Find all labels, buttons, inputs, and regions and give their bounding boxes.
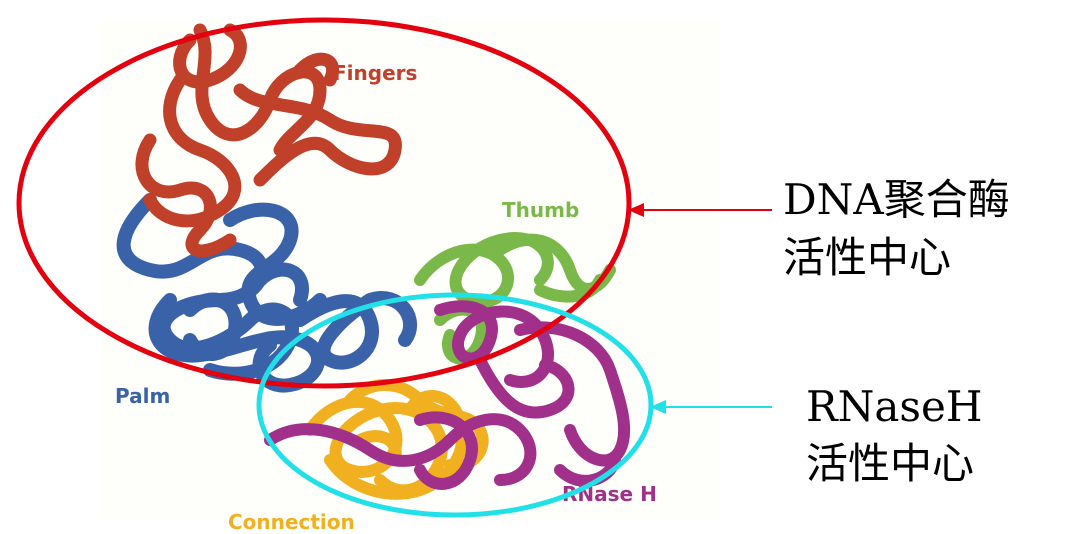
dna-polymerase-label-line1: DNA聚合酶	[783, 175, 1010, 224]
label-fingers: Fingers	[333, 61, 417, 85]
label-thumb: Thumb	[502, 198, 579, 222]
label-palm: Palm	[115, 384, 170, 408]
label-connection: Connection	[228, 510, 355, 534]
rnase-h-label-line1: RNaseH	[806, 382, 982, 431]
rnase-h-label-line2: 活性中心	[806, 439, 974, 488]
dna-polymerase-label-line2: 活性中心	[783, 233, 951, 282]
